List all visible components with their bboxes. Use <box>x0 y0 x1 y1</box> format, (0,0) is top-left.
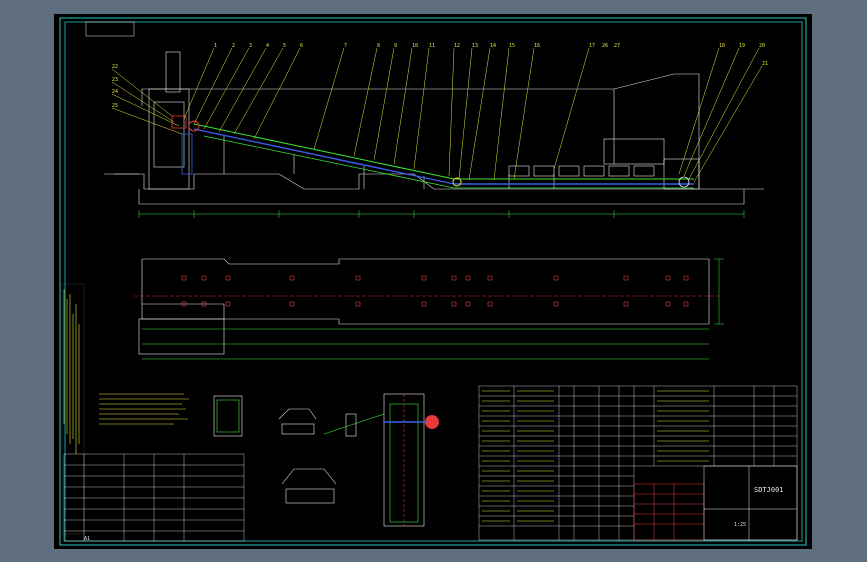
drive-motor-detail <box>425 415 439 429</box>
side-notes <box>61 283 85 535</box>
title-block <box>633 465 798 541</box>
top-left-corner-box <box>85 21 135 37</box>
balloon-label: 16 <box>534 43 540 49</box>
plan-dimensions <box>142 258 724 360</box>
balloon-label: 23 <box>112 77 118 83</box>
bom-right <box>478 385 798 541</box>
technical-notes <box>99 393 189 425</box>
drawing-number: SDTJ001 <box>754 486 784 494</box>
balloon-label: 21 <box>762 61 768 67</box>
balloon-label: 19 <box>739 43 745 49</box>
balloon-label: 20 <box>759 43 765 49</box>
balloon-label: 27 <box>614 43 620 49</box>
balloon-label: 24 <box>112 89 118 95</box>
balloon-label: 13 <box>472 43 478 49</box>
elevation-dimensions <box>138 210 745 218</box>
detail-views <box>213 393 425 527</box>
bom-text-rows <box>482 390 709 522</box>
balloon-label: 14 <box>490 43 496 49</box>
balloon-label: 26 <box>602 43 608 49</box>
elevation-view <box>104 51 764 205</box>
sheet-frame-outer <box>59 17 807 546</box>
balloon-label: 25 <box>112 103 118 109</box>
balloon-label: 11 <box>429 43 435 49</box>
balloon-label: 22 <box>112 64 118 70</box>
balloon-label: 15 <box>509 43 515 49</box>
balloon-label: 1 <box>214 43 217 49</box>
balloon-label: 5 <box>283 43 286 49</box>
balloon-label: 10 <box>412 43 418 49</box>
balloon-label: 17 <box>589 43 595 49</box>
balloon-label: 8 <box>377 43 380 49</box>
balloon-label: 4 <box>266 43 269 49</box>
balloon-label: 2 <box>232 43 235 49</box>
balloon-label: 3 <box>249 43 252 49</box>
balloon-label: 12 <box>454 43 460 49</box>
scale-label: 1:25 <box>734 522 746 528</box>
balloon-label: 9 <box>394 43 397 49</box>
sheet-size-label: A1 <box>84 536 90 542</box>
balloon-label: 6 <box>300 43 303 49</box>
plan-anchor-points <box>181 275 689 307</box>
conveyor-belt <box>171 115 694 189</box>
bom-left <box>63 453 245 542</box>
balloon-label: 7 <box>344 43 347 49</box>
sheet-frame-inner <box>64 21 803 542</box>
leader-lines <box>111 47 763 183</box>
plan-view <box>138 258 710 355</box>
balloon-label: 18 <box>719 43 725 49</box>
